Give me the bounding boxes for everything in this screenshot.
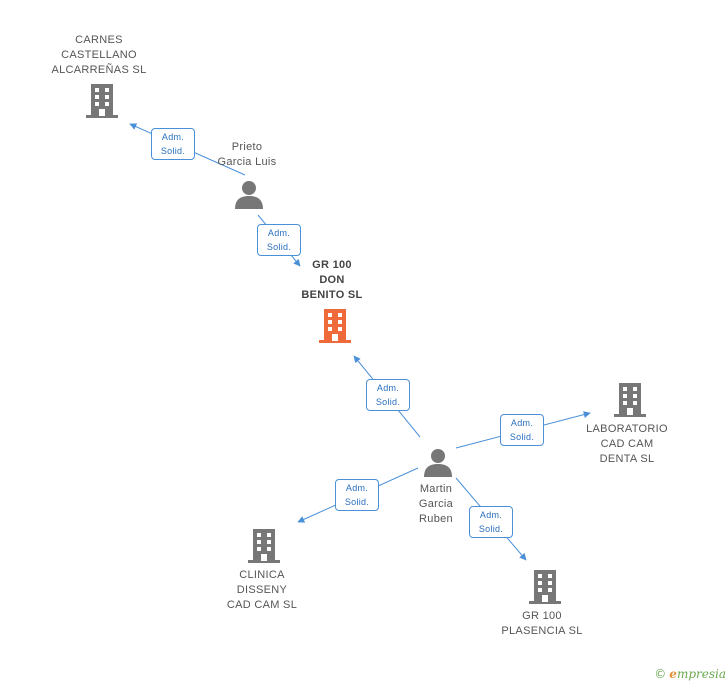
company-label-gr100don[interactable]: GR 100 DON BENITO SL <box>301 259 363 301</box>
person-label-martin[interactable]: Martin Garcia Ruben <box>418 483 454 525</box>
brand-name: mpresia <box>676 667 726 681</box>
person-label-prieto[interactable]: Prieto Garcia Luis <box>217 141 277 168</box>
brand-credit[interactable]: ©empresia <box>654 667 726 681</box>
relation-badge: Adm. Solid. <box>469 506 513 538</box>
relation-badge: Adm. Solid. <box>151 128 195 160</box>
person-icon[interactable] <box>235 181 263 209</box>
building-icon[interactable] <box>86 84 118 118</box>
building-icon[interactable] <box>529 570 561 604</box>
relation-badge: Adm. Solid. <box>366 379 410 411</box>
building-icon[interactable] <box>614 383 646 417</box>
brand-initial: e <box>669 667 677 681</box>
relation-badge: Adm. Solid. <box>335 479 379 511</box>
company-label-plasencia[interactable]: GR 100 PLASENCIA SL <box>501 610 583 637</box>
building-icon[interactable] <box>248 529 280 563</box>
relation-badge: Adm. Solid. <box>500 414 544 446</box>
company-label-carnes[interactable]: CARNES CASTELLANO ALCARREÑAS SL <box>51 34 147 76</box>
company-label-clinica[interactable]: CLINICA DISSENY CAD CAM SL <box>226 569 298 611</box>
copyright-icon: © <box>654 667 667 681</box>
building-icon-main[interactable] <box>319 309 351 343</box>
company-label-laboratorio[interactable]: LABORATORIO CAD CAM DENTA SL <box>586 423 668 465</box>
relation-badge: Adm. Solid. <box>257 224 301 256</box>
person-icon[interactable] <box>424 449 452 477</box>
